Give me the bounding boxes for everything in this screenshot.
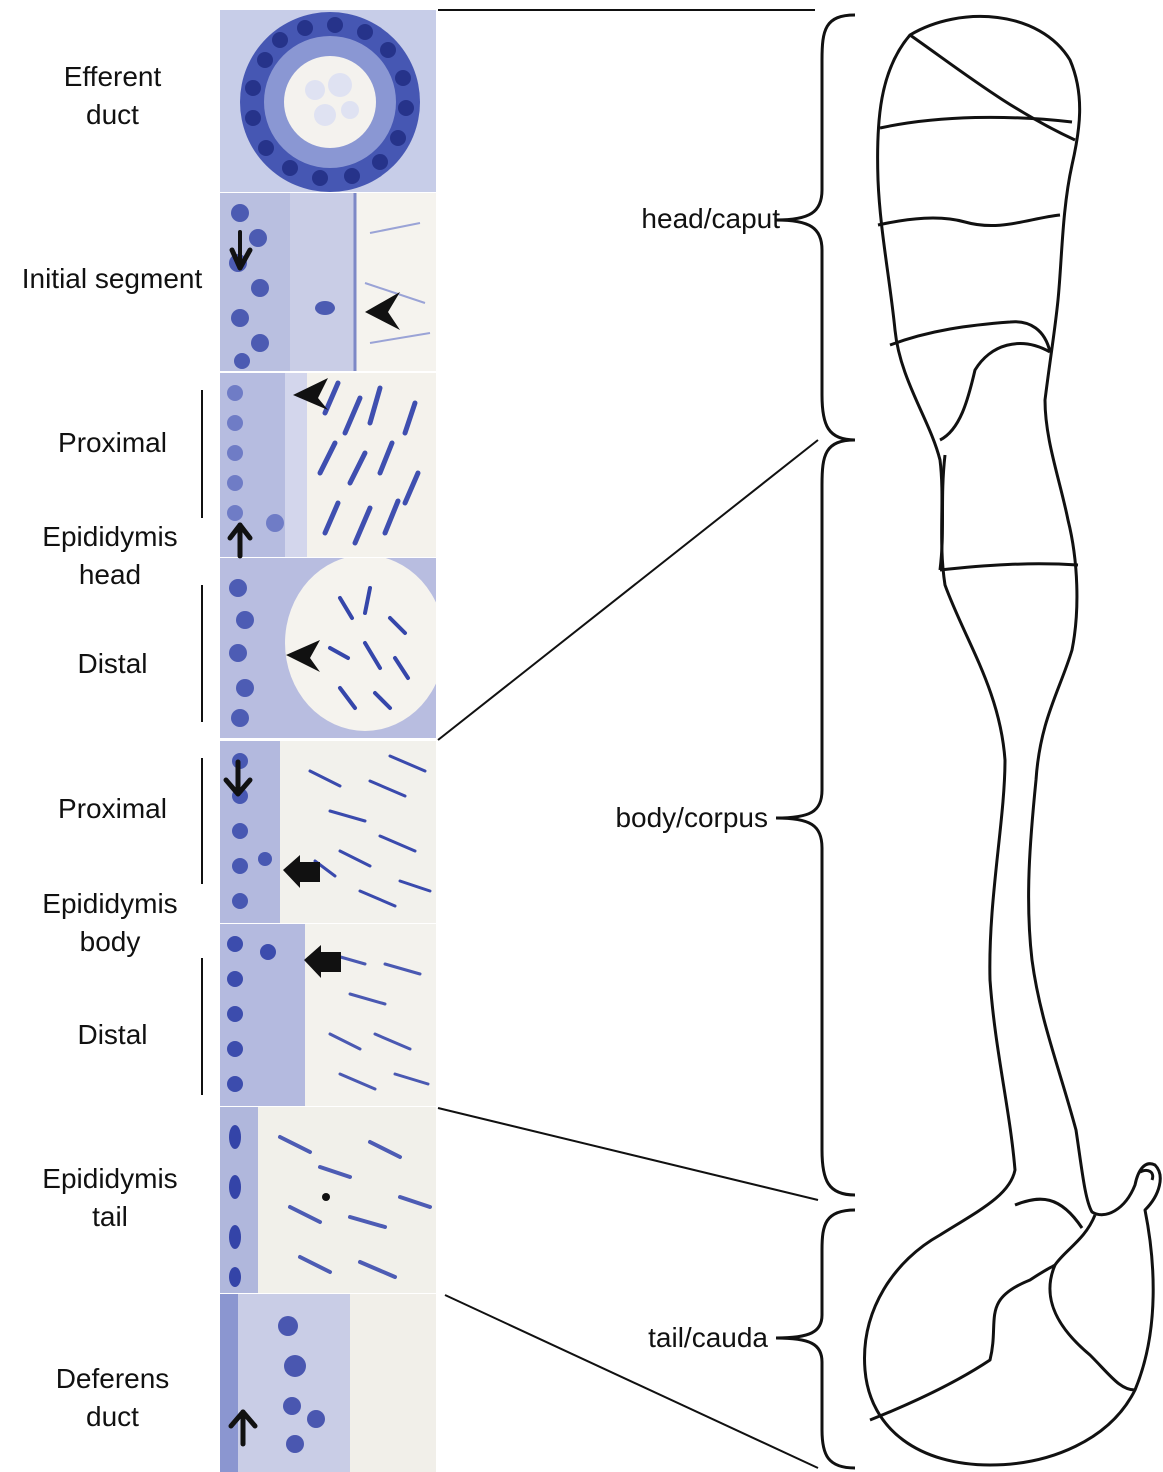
arrowhead-icon (365, 292, 400, 330)
brace-body (776, 440, 855, 1195)
brace-head (776, 15, 855, 440)
thick-arrow-icon (304, 945, 341, 978)
arrow-icon (232, 232, 250, 268)
region-label-body: body/corpus (580, 799, 768, 837)
arrowhead-icon (293, 378, 328, 410)
arrow-icon (226, 762, 250, 794)
thick-arrow-icon (283, 855, 320, 888)
epididymis-outline (865, 16, 1161, 1465)
region-label-tail: tail/cauda (600, 1319, 768, 1357)
arrow-icon (231, 1412, 255, 1444)
arrow-icon (230, 525, 250, 556)
arrowhead-icon (286, 640, 320, 672)
connector-line-head (438, 440, 818, 740)
brace-tail (776, 1210, 855, 1468)
region-label-head: head/caput (600, 200, 780, 238)
dot-marker (322, 1193, 330, 1201)
connector-line-body (438, 1108, 818, 1200)
